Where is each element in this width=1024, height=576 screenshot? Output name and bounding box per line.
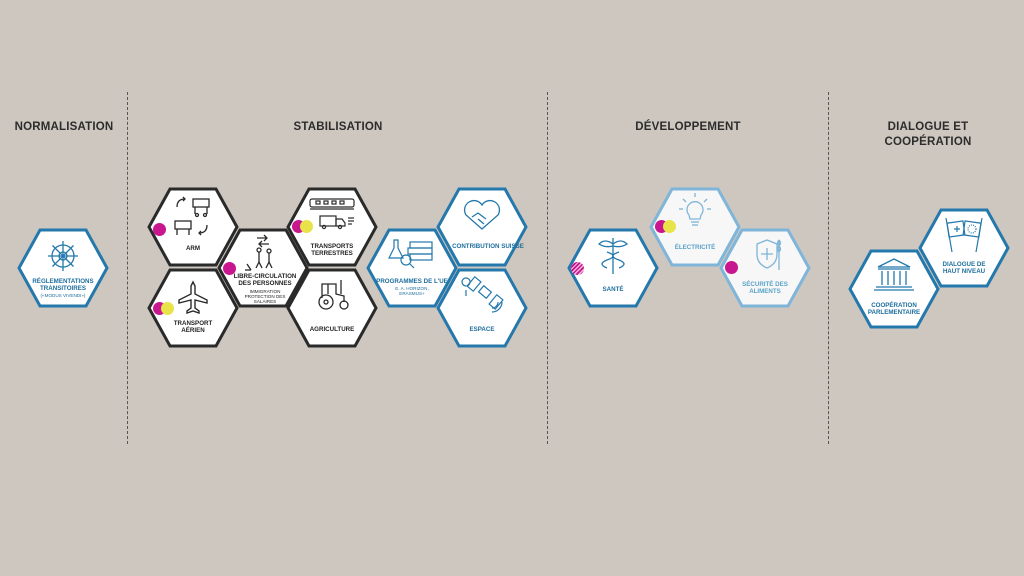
tractor-icon [318,280,349,310]
airplane-icon [178,280,208,314]
hex-transports-terrestres[interactable]: TRANSPORTS TERRESTRES [286,187,378,267]
train-truck-icon [309,198,355,230]
hex-reglementations-transitoires[interactable]: RÉGLEMENTATIONS TRANSITOIRES («MODUS VIV… [17,228,109,308]
hex-securite-aliments[interactable]: SÉCURITÉ DES ALIMENTS [719,228,811,308]
status-dot [663,220,676,233]
status-dot [300,220,313,233]
column-divider [828,92,829,444]
caduceus-icon [597,238,629,274]
people-icon [245,234,273,271]
hex-label: LIBRE-CIRCULATION DES PERSONNES [233,273,297,287]
status-dot [153,223,166,236]
status-dot [725,261,738,274]
column-title-dialogue: DIALOGUE ET COOPÉRATION [884,121,972,148]
hex-dialogue-haut-niveau[interactable]: DIALOGUE DE HAUT NIVEAU [918,208,1010,288]
column-title-developpement: DÉVELOPPEMENT [635,121,741,133]
satellite-icon [461,275,504,313]
hex-label: AGRICULTURE [309,326,355,333]
hex-label: PROGRAMMES DE L'UE [376,278,448,285]
hex-sante[interactable]: SANTÉ [567,228,659,308]
hex-label: TRANSPORT AÉRIEN [173,320,213,334]
hex-agriculture[interactable]: AGRICULTURE [286,268,378,348]
hex-label: TRANSPORTS TERRESTRES [310,243,354,257]
hex-label: ESPACE [469,326,495,333]
status-dot [571,262,584,275]
hex-libre-circulation[interactable]: LIBRE-CIRCULATION DES PERSONNES IMMIGRAT… [217,228,309,308]
hex-label: DIALOGUE DE HAUT NIVEAU [942,261,986,275]
hex-label: ARM [185,245,201,252]
flags-icon [945,217,983,253]
hex-sublabel: («MODUS VIVENDI») [40,293,86,298]
hex-programmes-ue[interactable]: PROGRAMMES DE L'UE E. A. HORIZON, ERASMU… [366,228,458,308]
trade-carts-icon [174,196,210,236]
hex-label: SÉCURITÉ DES ALIMENTS [742,281,788,295]
hex-label: RÉGLEMENTATIONS TRANSITOIRES [32,278,94,292]
shield-wheat-icon [756,239,782,270]
hex-electricite[interactable]: ÉLECTRICITÉ [649,187,741,267]
hex-label: ÉLECTRICITÉ [674,244,716,251]
column-divider [127,92,128,444]
hex-sublabel: IMMIGRATION PROTECTION DES SALAIRES [244,289,286,305]
ships-wheel-icon [48,241,78,271]
hex-contribution-suisse[interactable]: CONTRIBUTION SUISSE [436,187,528,267]
column-title-stabilisation: STABILISATION [293,121,383,133]
status-dot [161,302,174,315]
hex-sublabel: E. A. HORIZON, ERASMUS+ [395,286,429,297]
parliament-icon [874,258,914,291]
hex-arm[interactable]: ARM [147,187,239,267]
hex-label: COOPÉRATION PARLEMENTAIRE [867,302,921,316]
hex-espace[interactable]: ESPACE [436,268,528,348]
hex-label: CONTRIBUTION SUISSE [452,243,524,250]
lab-books-icon [388,239,433,269]
hex-label: SANTÉ [602,286,624,293]
lightbulb-icon [679,193,711,226]
column-title-normalisation: NORMALISATION [14,121,114,133]
hex-cooperation-parlementaire[interactable]: COOPÉRATION PARLEMENTAIRE [848,249,940,329]
column-divider [547,92,548,444]
hex-transport-aerien[interactable]: TRANSPORT AÉRIEN [147,268,239,348]
heart-handshake-icon [463,199,501,230]
status-dot [223,262,236,275]
